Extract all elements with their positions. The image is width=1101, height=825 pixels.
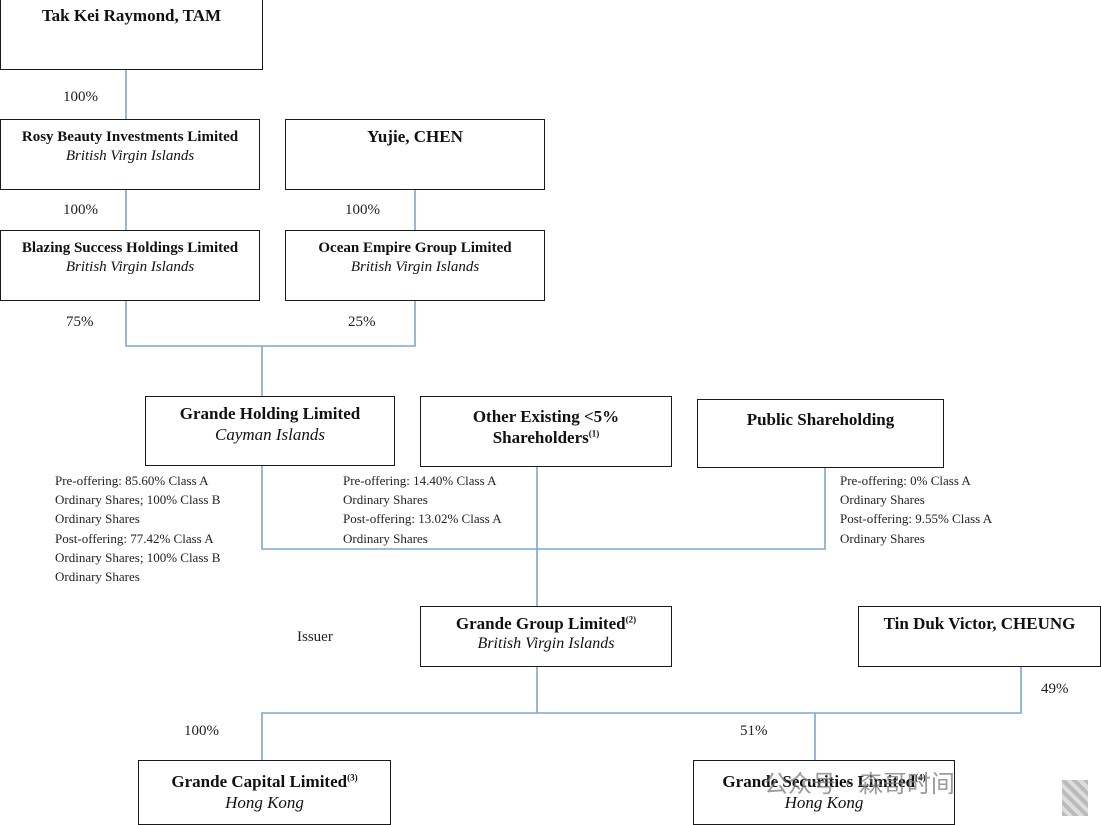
mosaic-icon [1062,780,1088,816]
entity-cheung-name: Tin Duk Victor, CHEUNG [883,614,1076,633]
entity-yujie: Yujie, CHEN [285,119,545,190]
entity-blazing-name: Blazing Success Holdings Limited [21,240,239,256]
note-line: Ordinary Shares; 100% Class B [55,492,221,508]
note-line: Post-offering: 9.55% Class A [840,511,993,527]
entity-rosy-name: Rosy Beauty Investments Limited [21,129,239,145]
note-line: Pre-offering: 85.60% Class A [55,473,209,488]
note-line: Ordinary Shares [840,492,925,508]
note-ref-2: (2) [625,614,637,625]
pct-yujie-ocean: 100% [345,202,380,218]
entity-grande-securities-name: Grande Securities Limited [722,772,916,791]
note-line: Ordinary Shares [840,530,925,546]
entity-rosy-jurisdiction: British Virgin Islands [65,147,195,164]
pct-ocean-holding: 25% [348,314,376,330]
entity-blazing-jurisdiction: British Virgin Islands [65,258,195,275]
entity-cheung: Tin Duk Victor, CHEUNG [858,606,1101,667]
note-line: Pre-offering: 0% Class A [840,473,971,488]
pct-group-securities: 51% [740,723,768,739]
entity-grande-securities-name-line: Grande Securities Limited(4) [694,771,954,792]
note-line: Ordinary Shares [343,530,428,546]
entity-blazing: Blazing Success Holdings Limited British… [0,230,260,301]
entity-grande-group-name: Grande Group Limited [455,614,626,633]
note-line: Ordinary Shares [55,569,140,585]
entity-grande-group-name-line: Grande Group Limited(2) [421,613,671,634]
entity-grande-capital-jurisdiction: Hong Kong [225,793,304,813]
entity-public-shareholding: Public Shareholding [697,399,944,468]
entity-other-name-line2: Shareholders(1) [421,427,671,448]
entity-public-name: Public Shareholding [746,410,895,429]
note-line: Post-offering: 77.42% Class A [55,530,214,546]
pct-blazing-holding: 75% [66,314,94,330]
issuer-label: Issuer [297,629,333,645]
pct-cheung-securities: 49% [1041,681,1069,697]
entity-other-name: Other Existing <5% [472,407,620,426]
note-line: Ordinary Shares; 100% Class B [55,549,221,565]
entity-grande-group-jurisdiction: British Virgin Islands [477,635,615,653]
note-line: Ordinary Shares [343,492,428,508]
entity-grande-capital-name-line: Grande Capital Limited(3) [139,771,390,792]
entity-grande-holding: Grande Holding Limited Cayman Islands [145,396,395,466]
watermark-text: 公众号 · 森哥时间 [764,770,955,798]
entity-ocean-jurisdiction: British Virgin Islands [350,258,480,275]
entity-ocean: Ocean Empire Group Limited British Virgi… [285,230,545,301]
entity-yujie-name: Yujie, CHEN [367,127,463,146]
entity-other-name2: Shareholders [492,428,589,448]
note-ref-4: (4) [915,772,926,783]
pct-tam-rosy: 100% [63,89,98,105]
entity-rosy: Rosy Beauty Investments Limited British … [0,119,260,190]
entity-grande-capital-name: Grande Capital Limited [171,772,348,791]
note-line: Ordinary Shares [55,511,140,527]
note-line: Post-offering: 13.02% Class A [343,511,502,527]
pct-rosy-blazing: 100% [63,202,98,218]
entity-grande-group: Grande Group Limited(2) British Virgin I… [420,606,672,667]
note-ref-1: (1) [588,428,600,439]
entity-tam-name: Tak Kei Raymond, TAM [41,6,222,25]
note-holding-shares: Pre-offering: 85.60% Class A Ordinary Sha… [55,471,220,586]
entity-grande-holding-name: Grande Holding Limited [179,404,361,423]
note-ref-3: (3) [347,772,358,783]
note-other-shares: Pre-offering: 14.40% Class A Ordinary Sha… [343,471,502,548]
pct-group-capital: 100% [184,723,219,739]
note-line: Pre-offering: 14.40% Class A [343,473,497,488]
entity-tam: Tak Kei Raymond, TAM [0,0,263,70]
entity-other-shareholders: Other Existing <5% Shareholders(1) [420,396,672,467]
entity-grande-securities-jurisdiction: Hong Kong [784,793,864,813]
entity-ocean-name: Ocean Empire Group Limited [318,240,512,256]
entity-grande-capital: Grande Capital Limited(3) Hong Kong [138,760,391,825]
entity-grande-holding-jurisdiction: Cayman Islands [214,425,326,445]
